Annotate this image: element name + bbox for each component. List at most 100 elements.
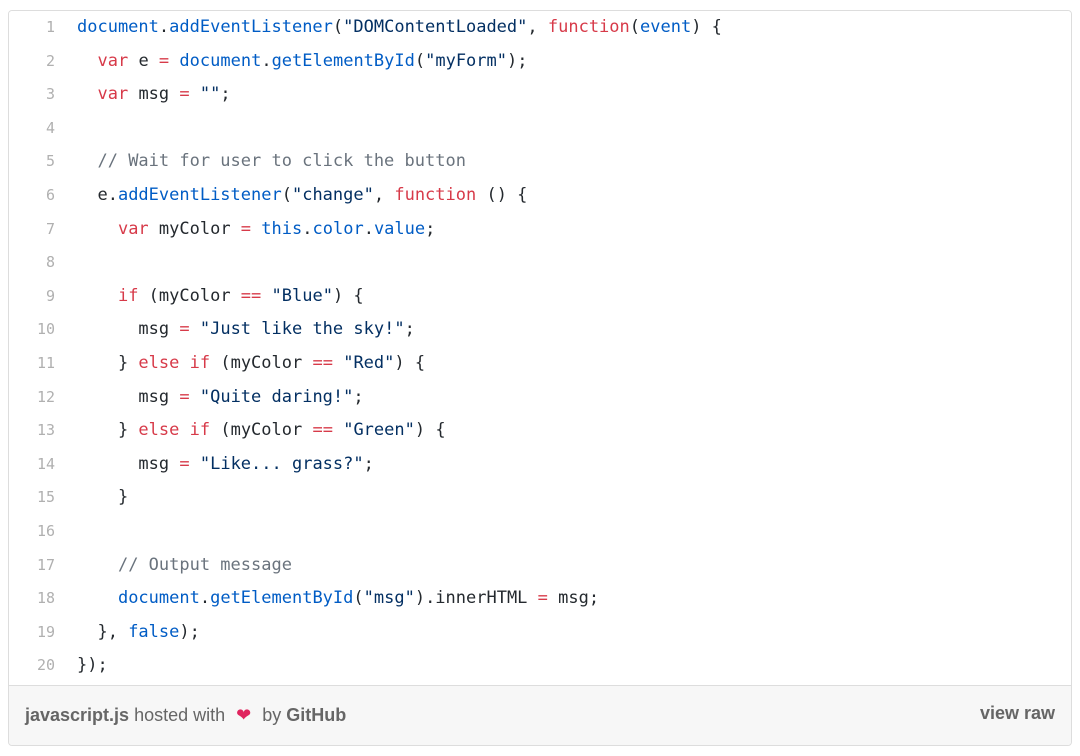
code-text: msg = "Like... grass?";	[77, 448, 373, 482]
line-number: 20	[36, 656, 55, 675]
code-text: document.getElementById("msg").innerHTML…	[77, 582, 599, 616]
line-number: 13	[36, 421, 55, 440]
line-number: 12	[36, 387, 55, 406]
code-token: () {	[476, 184, 528, 205]
code-token: .	[261, 50, 272, 71]
code-token: function	[394, 184, 477, 205]
line-number: 4	[45, 118, 55, 137]
code-token: ) {	[414, 420, 446, 441]
code-token: =	[158, 50, 170, 71]
code-token: "DOMContentLoaded"	[343, 17, 528, 37]
line-number: 9	[45, 286, 55, 305]
code-line: 15 }	[9, 481, 1071, 515]
code-token: "Quite daring!"	[199, 386, 354, 407]
code-line: 18 document.getElementById("msg").innerH…	[9, 582, 1071, 616]
code-token: =	[537, 588, 548, 609]
code-token: }	[77, 352, 139, 373]
code-token: ==	[312, 420, 333, 441]
filename-link[interactable]: javascript.js	[25, 705, 130, 725]
code-token: function	[547, 17, 630, 37]
code-line: 8	[9, 246, 1071, 280]
code-block: 1 document.addEventListener("DOMContentLo…	[9, 11, 1071, 685]
code-token: myColor	[148, 218, 241, 239]
code-token: // Output message	[117, 554, 292, 575]
code-token: (myColor	[210, 420, 313, 441]
code-token: ,	[527, 17, 548, 37]
code-text: }	[77, 481, 128, 515]
code-token: =	[179, 84, 190, 105]
code-line: 1 document.addEventListener("DOMContentLo…	[9, 11, 1071, 45]
github-link[interactable]: GitHub	[286, 705, 347, 725]
code-token: =	[240, 218, 252, 239]
code-line: 14 msg = "Like... grass?";	[9, 448, 1071, 482]
code-token: msg;	[547, 588, 600, 609]
code-token	[179, 420, 189, 440]
code-token: ) {	[691, 17, 722, 37]
code-token: "Just like the sky!"	[199, 319, 405, 340]
code-token: ==	[312, 352, 333, 373]
code-token	[261, 286, 271, 306]
code-line: 9 if (myColor == "Blue") {	[9, 280, 1071, 314]
code-token: var	[117, 218, 149, 239]
code-token: (	[332, 17, 344, 37]
view-raw-link[interactable]: view raw	[979, 703, 1055, 723]
code-token: "change"	[291, 184, 374, 205]
code-token: }	[77, 487, 129, 508]
hosted-with-text: hosted with	[134, 705, 226, 725]
code-token	[77, 51, 97, 71]
code-line: 12 msg = "Quite daring!";	[9, 381, 1071, 415]
code-line: 7 var myColor = this.color.value;	[9, 213, 1071, 247]
line-number: 8	[45, 253, 55, 272]
code-token: // Wait for user to click the button	[97, 151, 466, 172]
code-token: (	[629, 17, 641, 37]
code-token: var	[97, 50, 129, 71]
code-line: 4	[9, 112, 1071, 146]
code-line: 13 } else if (myColor == "Green") {	[9, 414, 1071, 448]
line-number: 14	[36, 454, 55, 473]
line-number: 19	[36, 622, 55, 641]
code-token	[77, 588, 118, 608]
code-token: .	[199, 588, 211, 609]
code-text: if (myColor == "Blue") {	[77, 280, 364, 314]
line-number: 10	[36, 320, 55, 339]
code-token: addEventListener	[169, 17, 333, 37]
code-token: (	[353, 588, 364, 609]
code-token: (myColor	[210, 352, 313, 373]
code-text: // Output message	[77, 549, 292, 583]
code-token: else	[138, 420, 180, 441]
code-token: ;	[425, 218, 436, 239]
code-text: e.addEventListener("change", function ()…	[77, 179, 527, 213]
code-token: (	[281, 184, 292, 205]
code-token: color	[312, 218, 364, 239]
line-number: 18	[36, 589, 55, 608]
code-token: ).innerHTML	[414, 588, 538, 609]
code-token	[77, 555, 118, 575]
code-token: .	[158, 17, 170, 37]
gist-embed: 1 document.addEventListener("DOMContentLo…	[8, 10, 1072, 746]
code-token: if	[189, 352, 211, 373]
code-token: false	[128, 621, 180, 642]
code-token	[190, 84, 200, 104]
code-token: else	[138, 352, 180, 373]
code-token: "Blue"	[271, 285, 333, 306]
code-token: );	[507, 50, 528, 71]
code-text: } else if (myColor == "Green") {	[77, 414, 446, 448]
code-token: e.	[77, 184, 118, 205]
line-number: 1	[45, 18, 55, 36]
code-token: msg	[77, 386, 180, 407]
code-token: ;	[220, 84, 231, 105]
code-text: var e = document.getElementById("myForm"…	[77, 45, 527, 79]
code-token: msg	[128, 84, 180, 105]
code-line: 11 } else if (myColor == "Red") {	[9, 347, 1071, 381]
code-text: msg = "Just like the sky!";	[77, 313, 415, 347]
code-token: "Green"	[343, 420, 415, 441]
by-text: by	[262, 705, 282, 725]
code-text: document.addEventListener("DOMContentLoa…	[77, 11, 722, 45]
code-token: ) {	[394, 352, 426, 373]
line-number: 3	[45, 85, 55, 104]
code-token: ;	[404, 319, 415, 340]
code-token: this	[261, 218, 303, 239]
code-token: value	[373, 218, 426, 239]
line-number: 16	[36, 521, 55, 540]
code-token: "msg"	[363, 588, 415, 609]
